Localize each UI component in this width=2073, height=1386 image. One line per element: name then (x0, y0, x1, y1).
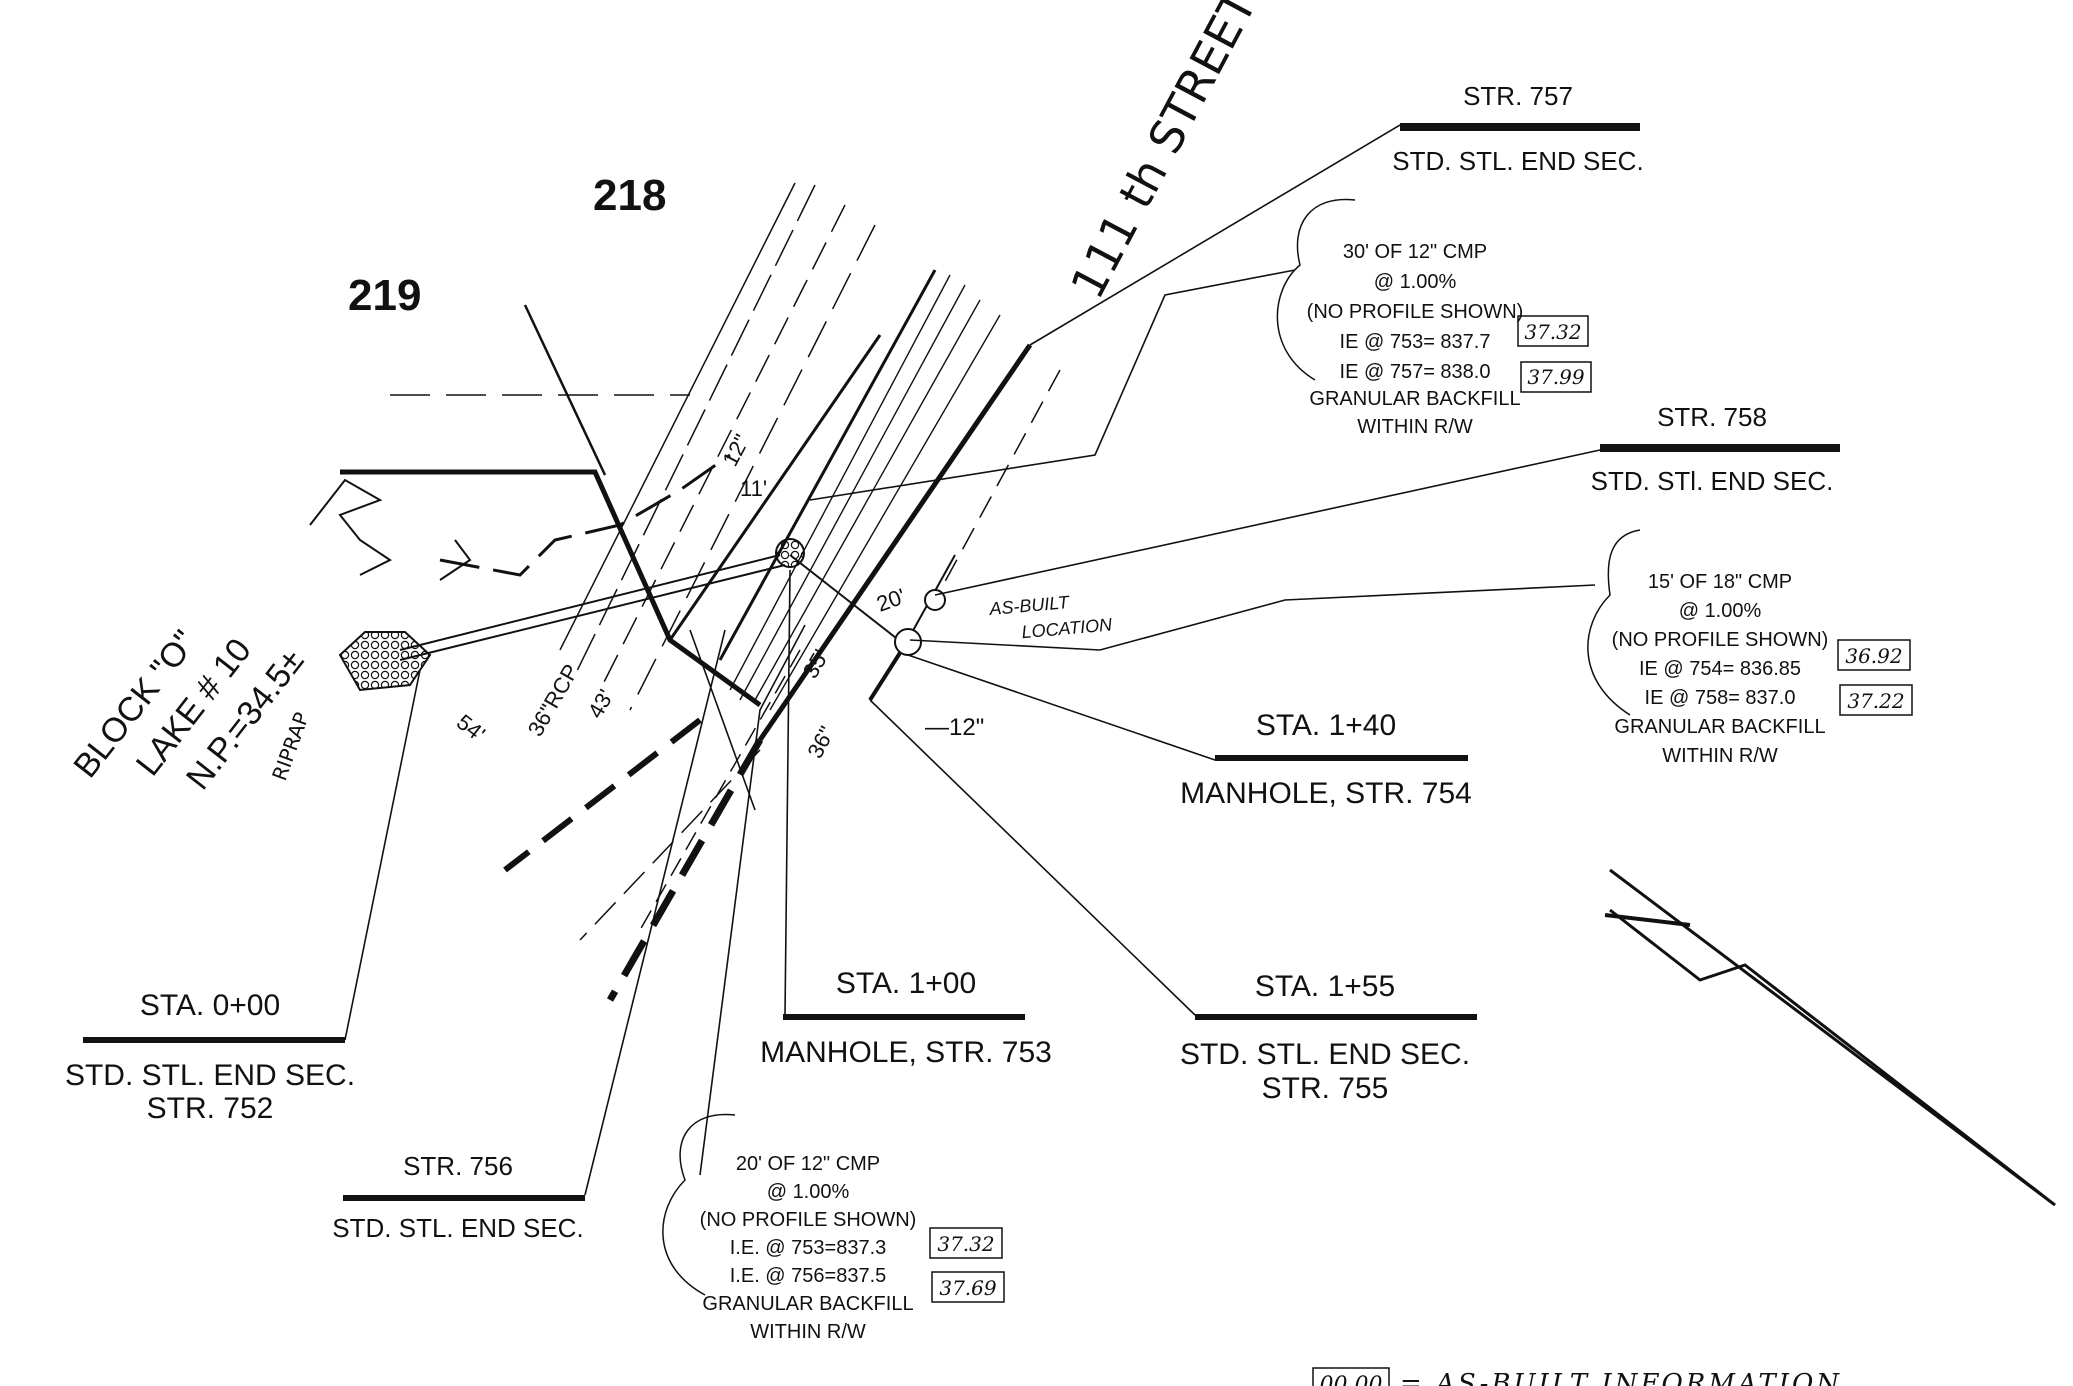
legend-text: = AS-BUILT INFORMATION (1400, 1369, 1842, 1386)
sta000-subtitle2: STR. 752 (147, 1092, 274, 1125)
str758-subtitle: STD. STl. END SEC. (1591, 466, 1834, 496)
note-b-line-6: GRANULAR BACKFILL (1614, 716, 1825, 738)
north-arrow-icon (1604, 868, 2056, 1207)
sta155-subtitle: STD. STL. END SEC. (1180, 1038, 1470, 1071)
dim-12: 12" (717, 430, 754, 470)
sta000-title: STA. 0+00 (140, 989, 280, 1022)
sta155-title: STA. 1+55 (1255, 970, 1395, 1003)
note-c-line-6: GRANULAR BACKFILL (702, 1293, 913, 1315)
dim-11: 11' (740, 476, 767, 501)
dim-12b: —12" (925, 714, 984, 741)
sta140-subtitle: MANHOLE, STR. 754 (1180, 777, 1472, 810)
dim-36: 36" (802, 722, 839, 762)
note-c-line-1: 20' OF 12" CMP (736, 1153, 880, 1175)
note-b-line-5: IE @ 758= 837.0 (1645, 687, 1796, 709)
str757-title: STR. 757 (1463, 81, 1573, 111)
note-b-line-4: IE @ 754= 836.85 (1639, 658, 1801, 680)
note-c-line-4: I.E. @ 753=837.3 (730, 1237, 887, 1259)
manhole-754 (894, 628, 922, 656)
as-built-line-2: LOCATION (1021, 614, 1114, 642)
as-built-line-1: AS-BUILT (988, 592, 1072, 619)
legend-box-text: 00.00 (1320, 1373, 1383, 1386)
note-a-line-7: WITHIN R/W (1357, 416, 1473, 438)
note-c-asbuilt-2: 37.69 (939, 1276, 997, 1300)
block-label: BLOCK "O" LAKE # 10 N.P.=34.5± (66, 623, 311, 796)
note-c-line-7: WITHIN R/W (750, 1321, 866, 1343)
callout-sta140: STA. 1+40 MANHOLE, STR. 754 (1180, 709, 1472, 810)
callout-sta155: STA. 1+55 STD. STL. END SEC. STR. 755 (1180, 970, 1477, 1105)
dim-20: 20' (873, 583, 908, 616)
dim-rcp: 36"RCP (523, 660, 584, 741)
note-b-line-1: 15' OF 18" CMP (1648, 571, 1792, 593)
note-a: 30' OF 12" CMP @ 1.00% (NO PROFILE SHOWN… (1276, 198, 1592, 438)
note-c-line-2: @ 1.00% (767, 1181, 850, 1203)
callout-sta100: STA. 1+00 MANHOLE, STR. 753 (760, 967, 1052, 1069)
structures (338, 538, 946, 692)
street-label: 111 th STREET (1060, 0, 1268, 307)
note-b-asbuilt-2: 37.22 (1847, 689, 1904, 713)
manhole-753 (775, 538, 805, 568)
callout-str758: STR. 758 STD. STl. END SEC. (1591, 402, 1840, 496)
pipes (399, 554, 956, 702)
note-a-line-2: @ 1.00% (1374, 271, 1457, 293)
end-section-755 (924, 589, 946, 611)
note-a-line-1: 30' OF 12" CMP (1343, 241, 1487, 263)
callout-sta000: STA. 0+00 STD. STL. END SEC. STR. 752 (65, 989, 355, 1125)
note-c-asbuilt-1: 37.32 (937, 1232, 994, 1256)
sta155-subtitle2: STR. 755 (1262, 1072, 1389, 1105)
lot-219: 219 (348, 271, 421, 320)
str758-title: STR. 758 (1657, 402, 1767, 432)
road-lines (390, 182, 1061, 1002)
as-built-location: AS-BUILT LOCATION (988, 592, 1114, 642)
note-c-line-5: I.E. @ 756=837.5 (730, 1265, 887, 1287)
sta000-subtitle: STD. STL. END SEC. (65, 1059, 355, 1092)
dim-43: 43' (583, 685, 619, 722)
note-b: 15' OF 18" CMP @ 1.00% (NO PROFILE SHOWN… (1587, 529, 1913, 767)
note-c: 20' OF 12" CMP @ 1.00% (NO PROFILE SHOWN… (662, 1113, 1005, 1343)
note-a-line-5: IE @ 757= 838.0 (1340, 361, 1491, 383)
str756-title: STR. 756 (403, 1151, 513, 1181)
sta100-subtitle: MANHOLE, STR. 753 (760, 1036, 1052, 1069)
sta140-title: STA. 1+40 (1256, 709, 1396, 742)
callout-str756: STR. 756 STD. STL. END SEC. (332, 1151, 585, 1243)
note-a-line-4: IE @ 753= 837.7 (1340, 331, 1491, 353)
legend: 00.00 = AS-BUILT INFORMATION (1312, 1367, 1842, 1386)
structure-callouts: STR. 757 STD. STL. END SEC. STR. 758 STD… (65, 81, 1840, 1243)
str757-subtitle: STD. STL. END SEC. (1392, 146, 1643, 176)
note-a-asbuilt-2: 37.99 (1527, 365, 1585, 389)
dim-54: 54' (452, 709, 490, 746)
note-b-line-7: WITHIN R/W (1662, 745, 1778, 767)
note-a-line-3: (NO PROFILE SHOWN) (1307, 301, 1524, 323)
sta100-title: STA. 1+00 (836, 967, 976, 1000)
note-b-line-3: (NO PROFILE SHOWN) (1612, 629, 1829, 651)
riprap-label: RIPRAP (267, 709, 314, 784)
riprap-pad (338, 631, 432, 692)
note-a-line-6: GRANULAR BACKFILL (1309, 388, 1520, 410)
note-b-line-2: @ 1.00% (1679, 600, 1762, 622)
str756-subtitle: STD. STL. END SEC. (332, 1213, 583, 1243)
callout-str757: STR. 757 STD. STL. END SEC. (1392, 81, 1643, 176)
note-b-asbuilt-1: 36.92 (1845, 644, 1902, 668)
leader-lines (344, 124, 1601, 1196)
note-c-line-3: (NO PROFILE SHOWN) (700, 1209, 917, 1231)
lot-218: 218 (593, 171, 666, 220)
note-a-asbuilt-1: 37.32 (1524, 320, 1581, 344)
